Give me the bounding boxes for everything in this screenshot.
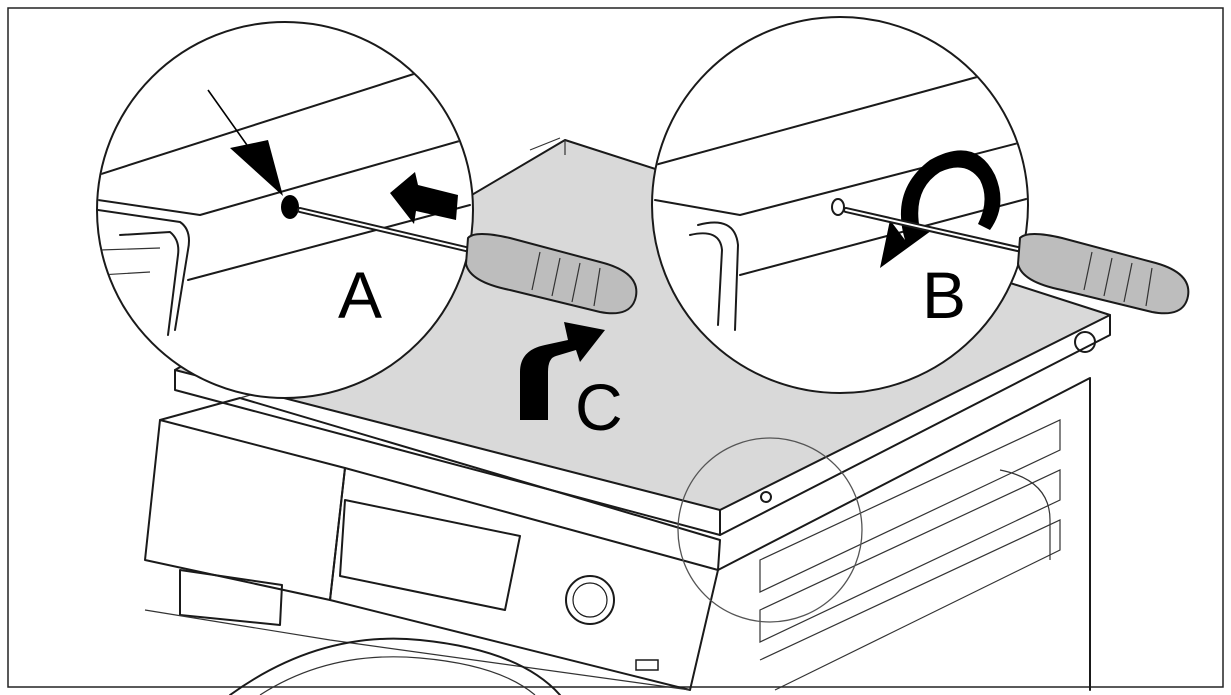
screwdriver-b-handle — [1016, 233, 1190, 315]
washer-front-line — [144, 609, 691, 691]
dial-inner — [572, 582, 608, 618]
arrow-left-icon — [390, 172, 458, 224]
washer-top-rim — [159, 397, 721, 571]
b-bracket-inner — [689, 232, 723, 326]
rear-foot — [1074, 331, 1096, 353]
screwdriver-b-shaft-highlight — [845, 209, 1023, 251]
a-bracket-inner — [119, 231, 180, 336]
display-screen — [339, 499, 521, 611]
washer-side-rib-1 — [759, 419, 1061, 593]
spacer — [0, 0, 1, 1]
washer-side-rib-3 — [759, 519, 1061, 691]
label-c: C — [575, 370, 623, 444]
b-bracket — [697, 221, 739, 331]
screwdriver-a-grip — [531, 251, 601, 307]
label-b: B — [922, 258, 966, 332]
top-panel-front-edge — [719, 314, 1111, 536]
screw-hole-front — [760, 491, 772, 503]
panel-button — [635, 659, 659, 671]
screwdriver-b-grip — [1083, 251, 1153, 307]
top-panel-back-lip — [529, 137, 566, 155]
washer-side-curve — [999, 469, 1051, 560]
dial-knob — [565, 575, 615, 625]
arrow-up-right-icon — [520, 322, 605, 420]
b-panel-underside — [739, 197, 1027, 276]
screwdriver-icon — [297, 207, 638, 315]
control-panel-left — [144, 419, 346, 601]
washer-side-edge — [717, 377, 1091, 691]
detail-b: B — [651, 16, 1029, 394]
top-panel-left-edge — [174, 369, 721, 536]
lift-arrow-group: C — [520, 322, 623, 444]
detail-a: A — [96, 21, 474, 399]
a-bracket — [98, 209, 190, 331]
a-edge-top — [98, 71, 421, 176]
screwdriver-a-handle — [464, 233, 638, 315]
label-a: A — [338, 258, 382, 332]
washer-machine — [0, 0, 1091, 695]
b-screw — [831, 198, 845, 216]
a-pointer-arrowhead — [230, 140, 283, 196]
detail-circle-screw — [677, 437, 863, 623]
a-edge-mid — [98, 137, 471, 216]
b-edge-top — [654, 67, 1011, 166]
detergent-drawer — [179, 569, 283, 626]
screwdriver-a-shaft-highlight — [299, 209, 471, 251]
a-panel-underside — [187, 204, 471, 281]
washer-door-arc — [229, 637, 561, 695]
washer-side-rib-2 — [759, 469, 1061, 643]
frame-border — [7, 7, 1224, 688]
rotate-counterclockwise-icon — [880, 150, 1001, 268]
detail-circle-b — [651, 16, 1029, 394]
a-screw-hole — [281, 195, 299, 219]
screwdriver-b — [843, 207, 1190, 315]
washer-door-inner-arc — [259, 656, 536, 695]
